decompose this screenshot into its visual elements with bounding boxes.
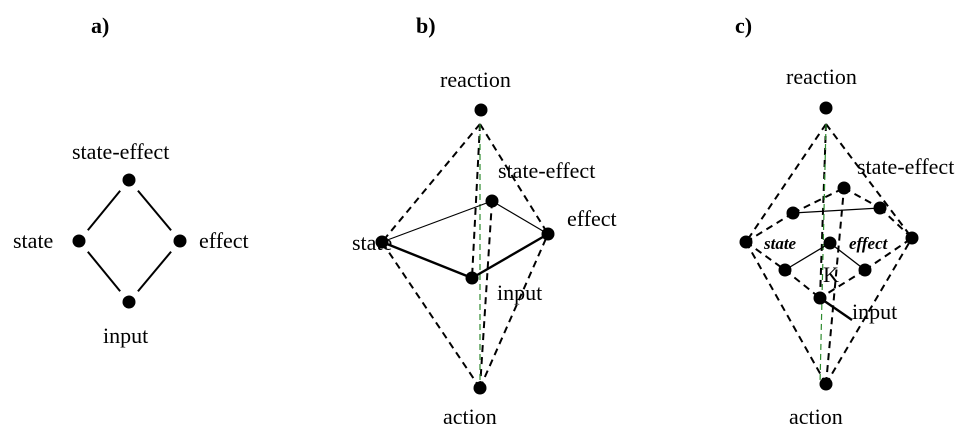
label-state: state xyxy=(352,230,392,255)
node-state xyxy=(72,234,86,248)
panel-a: a) state-effect state effect input xyxy=(13,13,249,348)
panel-a-edges xyxy=(78,179,181,303)
panel-b-dashed-edges xyxy=(381,123,549,389)
panel-a-nodes xyxy=(72,173,187,309)
node-center xyxy=(823,236,837,250)
panel-b-nodes xyxy=(375,103,555,395)
label-input: input xyxy=(103,323,148,348)
node-state xyxy=(375,235,389,249)
label-state-effect: state-effect xyxy=(498,158,595,183)
node-reaction xyxy=(474,103,488,117)
node-upper-right xyxy=(873,201,887,215)
panel-c-label: c) xyxy=(735,13,752,38)
node-reaction xyxy=(819,101,833,115)
panel-a-label: a) xyxy=(91,13,109,38)
node-effect xyxy=(173,234,187,248)
label-input: input xyxy=(852,299,897,324)
node-right xyxy=(905,231,919,245)
label-effect: effect xyxy=(567,206,617,231)
node-effect xyxy=(541,227,555,241)
panel-b: b) reaction state-effect xyxy=(352,13,617,429)
label-state-effect: state-effect xyxy=(72,139,169,164)
label-state-effect: state-effect xyxy=(857,154,954,179)
label-effect: effect xyxy=(199,228,249,253)
label-state: state xyxy=(763,234,797,253)
node-left xyxy=(739,235,753,249)
node-input xyxy=(813,291,827,305)
node-input xyxy=(465,271,479,285)
label-reaction: reaction xyxy=(440,67,511,92)
label-action: action xyxy=(443,404,497,429)
node-state-effect xyxy=(122,173,136,187)
label-reaction: reaction xyxy=(786,64,857,89)
label-action: action xyxy=(789,404,843,429)
node-lower-right xyxy=(858,263,872,277)
panel-c-nodes xyxy=(739,101,919,391)
node-state-effect xyxy=(837,181,851,195)
node-action xyxy=(473,381,487,395)
panel-c-axis xyxy=(819,123,827,385)
node-upper-left xyxy=(786,206,800,220)
label-effect: effect xyxy=(849,234,889,253)
panel-b-label: b) xyxy=(416,13,436,38)
panel-c: c) xyxy=(735,13,954,429)
label-input: input xyxy=(497,280,542,305)
label-state: state xyxy=(13,228,53,253)
panel-b-solid-edges xyxy=(381,200,549,280)
label-k: K xyxy=(823,262,839,287)
node-state-effect xyxy=(485,194,499,208)
node-action xyxy=(819,377,833,391)
node-input xyxy=(122,295,136,309)
node-lower-left xyxy=(778,263,792,277)
